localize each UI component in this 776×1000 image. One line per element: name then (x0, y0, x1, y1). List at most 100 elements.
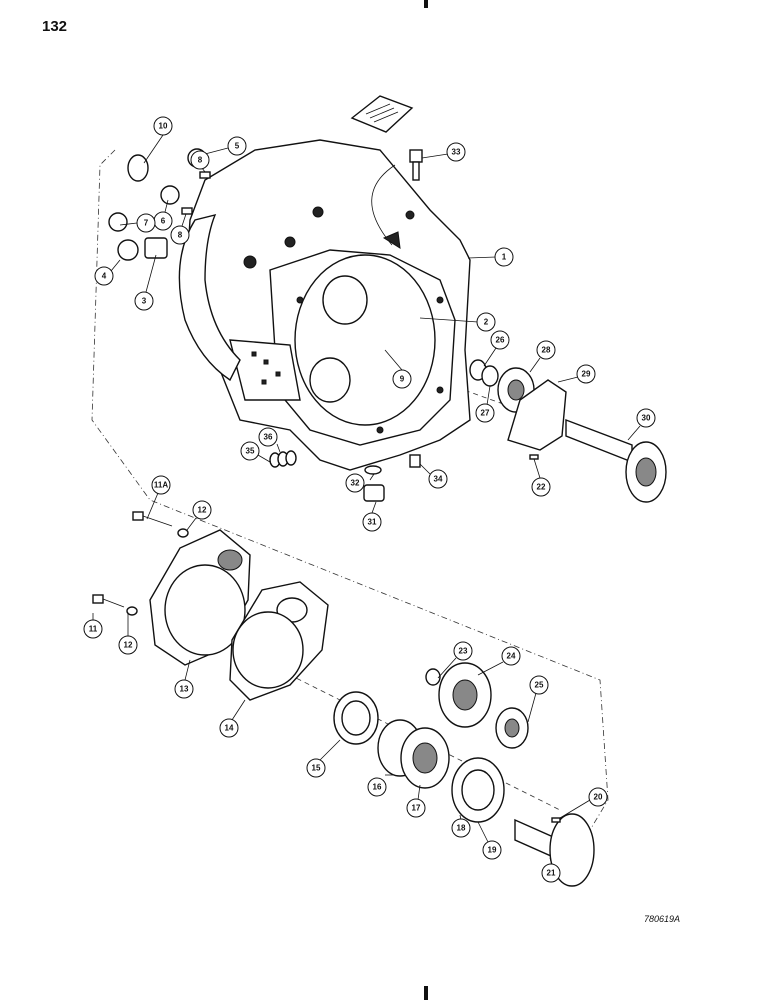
callout-22: 22 (531, 477, 551, 497)
plate-arrow-head (382, 231, 401, 249)
bolt-11A (132, 511, 173, 527)
callout-36: 36 (258, 427, 278, 447)
callout-15: 15 (306, 758, 326, 778)
svg-text:13: 13 (180, 685, 189, 694)
svg-text:11A: 11A (154, 481, 168, 490)
pin-8-lower (181, 207, 193, 215)
spring-36 (269, 450, 297, 468)
callout-5: 5 (227, 136, 247, 156)
svg-text:5: 5 (235, 142, 240, 151)
oring-32 (364, 465, 382, 475)
callout-35: 35 (240, 441, 260, 461)
plug-34 (409, 454, 421, 468)
plug-4 (117, 239, 139, 261)
drawing-code: 780619A (644, 914, 681, 924)
pin-22 (529, 454, 539, 460)
seal-10 (127, 154, 149, 182)
svg-text:27: 27 (481, 409, 490, 418)
clutch-16-17 (377, 719, 450, 789)
washer-23 (425, 668, 441, 686)
svg-text:16: 16 (373, 783, 382, 792)
svg-text:30: 30 (642, 414, 651, 423)
key-20 (551, 817, 561, 823)
svg-text:1: 1 (502, 253, 507, 262)
svg-text:28: 28 (542, 346, 551, 355)
svg-text:2: 2 (484, 318, 489, 327)
input-shaft-30 (565, 418, 667, 503)
svg-text:20: 20 (594, 793, 603, 802)
svg-text:3: 3 (142, 297, 147, 306)
callout-11: 11 (83, 619, 103, 639)
callout-32: 32 (345, 473, 365, 493)
callout-12-upper: 12 (192, 500, 212, 520)
svg-text:33: 33 (452, 148, 461, 157)
svg-text:21: 21 (547, 869, 556, 878)
svg-text:17: 17 (412, 804, 421, 813)
svg-text:23: 23 (459, 647, 468, 656)
plate-arrow (371, 164, 396, 246)
svg-text:6: 6 (161, 217, 166, 226)
callout-8-lower: 8 (170, 225, 190, 245)
callout-33: 33 (446, 142, 466, 162)
svg-text:36: 36 (264, 433, 273, 442)
svg-text:7: 7 (144, 219, 149, 228)
sleeve-3 (144, 237, 168, 259)
svg-text:8: 8 (198, 156, 203, 165)
callout-12-lower: 12 (118, 635, 138, 655)
svg-text:25: 25 (535, 681, 544, 690)
callout-23: 23 (453, 641, 473, 661)
svg-text:14: 14 (225, 724, 234, 733)
cover-housing-13 (149, 529, 251, 666)
assembly-outline (91, 149, 609, 831)
svg-text:26: 26 (496, 336, 505, 345)
callout-9: 9 (392, 369, 412, 389)
svg-text:15: 15 (312, 764, 321, 773)
callout-11A: 11A (151, 475, 171, 495)
callout-6: 6 (153, 211, 173, 231)
callout-31: 31 (362, 512, 382, 532)
callout-21: 21 (541, 863, 561, 883)
plug-7 (108, 212, 128, 232)
svg-text:12: 12 (198, 506, 207, 515)
bell-housing-flange (178, 213, 241, 382)
callout-29: 29 (576, 364, 596, 384)
svg-text:31: 31 (368, 518, 377, 527)
svg-text:34: 34 (434, 475, 443, 484)
pin-8-upper (199, 171, 211, 179)
callout-2: 2 (476, 312, 496, 332)
callout-14: 14 (219, 718, 239, 738)
transmission-housing (184, 139, 471, 471)
svg-text:9: 9 (400, 375, 405, 384)
ring-27 (481, 365, 499, 387)
bottom-edge-mark (424, 986, 428, 1000)
svg-text:24: 24 (507, 652, 516, 661)
callout-7: 7 (136, 213, 156, 233)
callout-24: 24 (501, 646, 521, 666)
washer-12-lower (126, 606, 138, 616)
callout-10: 10 (153, 116, 173, 136)
callout-19: 19 (482, 840, 502, 860)
temperature-sender (409, 149, 423, 181)
callout-3: 3 (134, 291, 154, 311)
callout-34: 34 (428, 469, 448, 489)
page-number: 132 (42, 18, 68, 35)
top-edge-mark (424, 0, 428, 8)
callout-27: 27 (475, 403, 495, 423)
gasket-14 (229, 581, 329, 701)
callout-25: 25 (529, 675, 549, 695)
callout-4: 4 (94, 266, 114, 286)
callout-18: 18 (451, 818, 471, 838)
callout-28: 28 (536, 340, 556, 360)
callout-13: 13 (174, 679, 194, 699)
callout-20: 20 (588, 787, 608, 807)
svg-text:32: 32 (351, 479, 360, 488)
drain-plug-31 (363, 484, 385, 502)
callout-8-upper: 8 (190, 150, 210, 170)
svg-text:11: 11 (89, 625, 98, 634)
washer-12-upper (177, 528, 189, 538)
id-plate-icon (350, 95, 414, 133)
svg-text:10: 10 (159, 122, 168, 131)
svg-text:35: 35 (246, 447, 255, 456)
svg-text:29: 29 (582, 370, 591, 379)
